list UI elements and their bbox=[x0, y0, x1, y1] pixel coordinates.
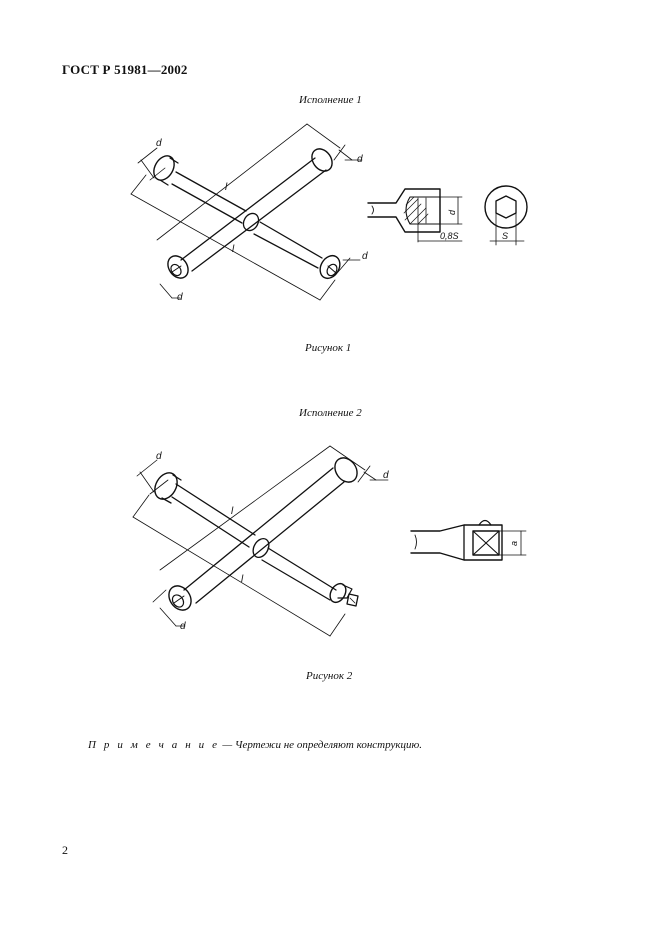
socket-upper-right bbox=[311, 148, 333, 172]
socket-lower-right bbox=[319, 254, 341, 280]
note-dash: — bbox=[219, 739, 235, 751]
socket-upper-right-2 bbox=[334, 457, 358, 483]
fig1-label-d-ul: d bbox=[156, 138, 162, 149]
figure-1-socket-section bbox=[367, 188, 463, 243]
fig2-label-d-ll: d bbox=[180, 621, 186, 632]
variant-2-caption: Исполнение 2 bbox=[299, 407, 362, 419]
figure-1-cross-wrench bbox=[130, 123, 363, 301]
note-text: Чертежи не определяют конструкцию. bbox=[234, 739, 422, 751]
fig2-label-l-2: l bbox=[241, 574, 244, 585]
fig1-label-d-ll: d bbox=[177, 292, 183, 303]
socket-upper-left-2 bbox=[154, 472, 182, 504]
variant-1-caption: Исполнение 1 bbox=[299, 94, 362, 106]
note: П р и м е ч а н и е — Чертежи не определ… bbox=[88, 739, 422, 751]
page-number: 2 bbox=[62, 843, 68, 857]
socket-lower-left bbox=[167, 255, 189, 279]
fig2-label-a: a bbox=[509, 541, 519, 546]
fig2-label-d-ul: d bbox=[156, 451, 162, 462]
fig1-label-l-1: l bbox=[225, 182, 228, 193]
figure-1-caption: Рисунок 1 bbox=[305, 342, 352, 354]
fig1-label-08s: 0,8S bbox=[440, 231, 459, 241]
fig1-label-d-section: d bbox=[447, 209, 457, 215]
fig2-label-d-ur: d bbox=[383, 470, 389, 481]
figure-2-square-drive-detail bbox=[410, 519, 527, 561]
figure-2-caption: Рисунок 2 bbox=[306, 670, 353, 682]
fig1-label-l-2: l bbox=[232, 244, 235, 255]
document-header: ГОСТ Р 51981—2002 bbox=[62, 62, 188, 77]
fig1-label-d-lr: d bbox=[362, 251, 368, 262]
fig1-label-s: S bbox=[502, 231, 508, 241]
socket-lower-left-2 bbox=[168, 585, 192, 611]
note-prefix: П р и м е ч а н и е bbox=[88, 739, 220, 751]
square-drive-end bbox=[329, 582, 359, 607]
fig2-label-l-1: l bbox=[231, 506, 234, 517]
figure-1-hex-end-view bbox=[484, 185, 528, 246]
figure-2-cross-wrench bbox=[132, 445, 389, 637]
socket-upper-left bbox=[153, 155, 179, 186]
fig1-label-d-ur: d bbox=[357, 154, 363, 165]
